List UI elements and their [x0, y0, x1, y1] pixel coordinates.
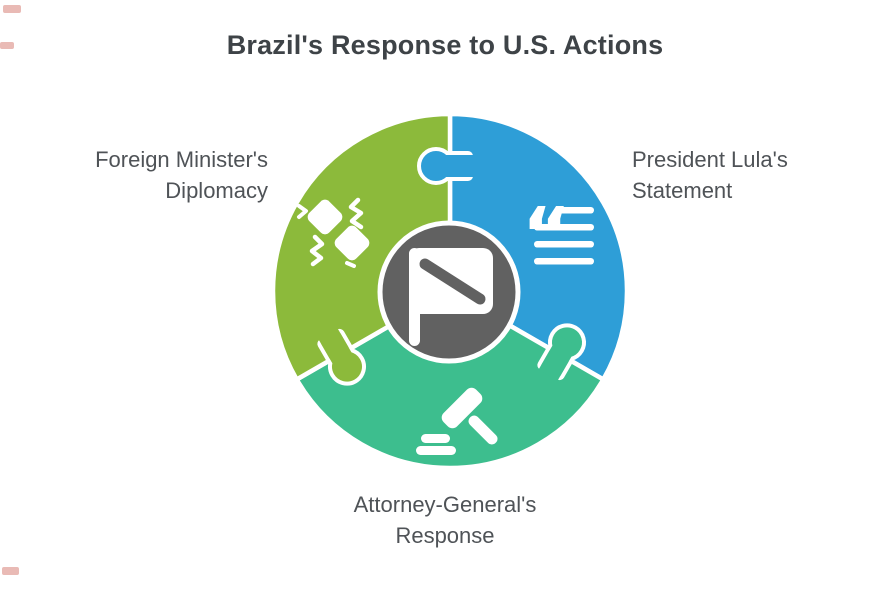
quote-glyph: “ [522, 192, 571, 278]
handshake-icon [297, 197, 370, 268]
edge-artifact-mark [2, 567, 19, 575]
page-title: Brazil's Response to U.S. Actions [226, 30, 664, 60]
puzzle-tab-blue [417, 147, 474, 185]
puzzle-tab-teal [537, 323, 586, 381]
edge-artifact-mark [3, 5, 21, 13]
edge-artifact-mark [0, 42, 14, 49]
flag-stripe [419, 258, 486, 305]
quote-icon: “ [522, 192, 594, 278]
label-foreign-minister: Foreign Minister's Diplomacy [95, 147, 268, 203]
gavel-icon [416, 387, 498, 455]
flag-icon [409, 248, 493, 346]
puzzle-tab-green [317, 328, 366, 386]
label-president-lula: President Lula's Statement [632, 147, 788, 203]
flag-pole [409, 248, 420, 346]
label-attorney-general: Attorney-General's Response [353, 492, 537, 548]
